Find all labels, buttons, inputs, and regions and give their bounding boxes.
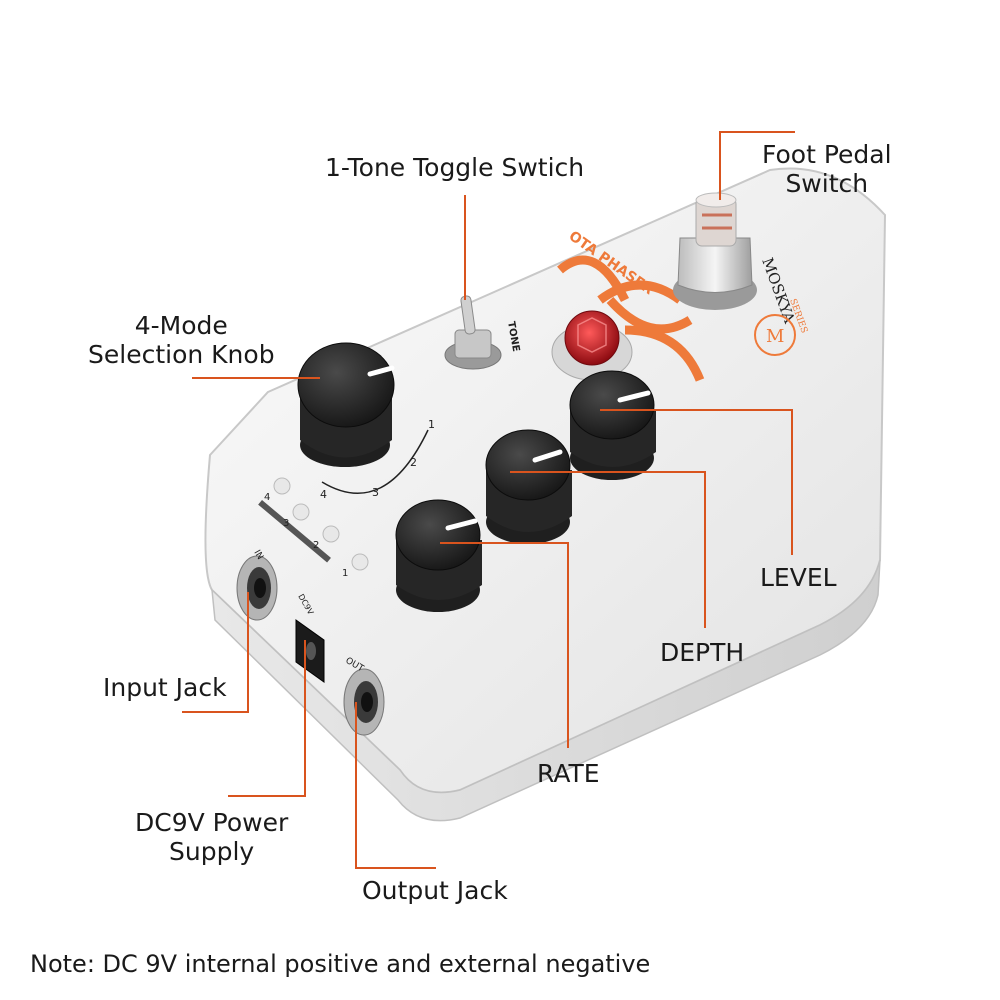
label-power-line1: DC9V Power [135,808,289,837]
label-mode-knob-line2: Selection Knob [88,340,275,369]
polarity-note: Note: DC 9V internal positive and extern… [30,950,651,978]
svg-text:M: M [766,326,784,347]
svg-text:3: 3 [283,518,289,529]
depth-knob[interactable] [485,429,572,544]
label-power-supply: DC9V Power Supply [135,808,288,866]
svg-text:2: 2 [410,456,417,469]
label-foot-pedal-line2: Switch [785,169,869,198]
svg-text:4: 4 [264,492,270,503]
output-jack[interactable] [343,668,385,736]
label-power-line2: Supply [169,837,255,866]
svg-text:2: 2 [313,540,319,551]
otaphaser-logo [557,255,705,382]
mode-scale: 1 2 3 4 [320,418,435,501]
label-mode-knob: 4-Mode Selection Knob [88,311,275,369]
mode-leds: 4 3 2 1 [258,477,369,579]
callout-foot-pedal [719,131,795,200]
tone-toggle-switch[interactable] [444,295,502,370]
callout-level [600,409,793,555]
callout-power [228,640,306,797]
label-depth: DEPTH [660,638,745,667]
tone-print: TONE [505,321,521,353]
label-output-jack: Output Jack [362,876,508,905]
input-jack[interactable] [236,555,278,621]
callout-lines [182,131,795,869]
label-mode-knob-line1: 4-Mode [134,311,228,340]
label-toggle-switch: 1-Tone Toggle Swtich [325,153,585,182]
in-print: IN [251,549,264,562]
svg-text:1: 1 [342,568,348,579]
callout-depth [510,471,706,628]
callout-output [355,702,436,869]
led-indicator [551,310,633,381]
callout-rate [440,542,569,748]
mode-selection-knob[interactable] [297,342,395,467]
series-badge: M SERIES [754,298,809,356]
label-level: LEVEL [760,563,837,592]
rate-knob[interactable] [395,499,482,612]
svg-text:3: 3 [372,486,379,499]
label-foot-pedal-line1: Foot Pedal [762,140,892,169]
callout-input [182,592,249,713]
label-foot-pedal: Foot Pedal Switch [762,140,892,198]
svg-text:1: 1 [428,418,435,431]
dc-power-jack[interactable] [295,619,325,683]
level-knob[interactable] [569,370,656,480]
label-input-jack: Input Jack [103,673,227,702]
label-rate: RATE [537,759,600,788]
svg-text:4: 4 [320,488,327,501]
foot-pedal-switch[interactable] [673,192,757,310]
